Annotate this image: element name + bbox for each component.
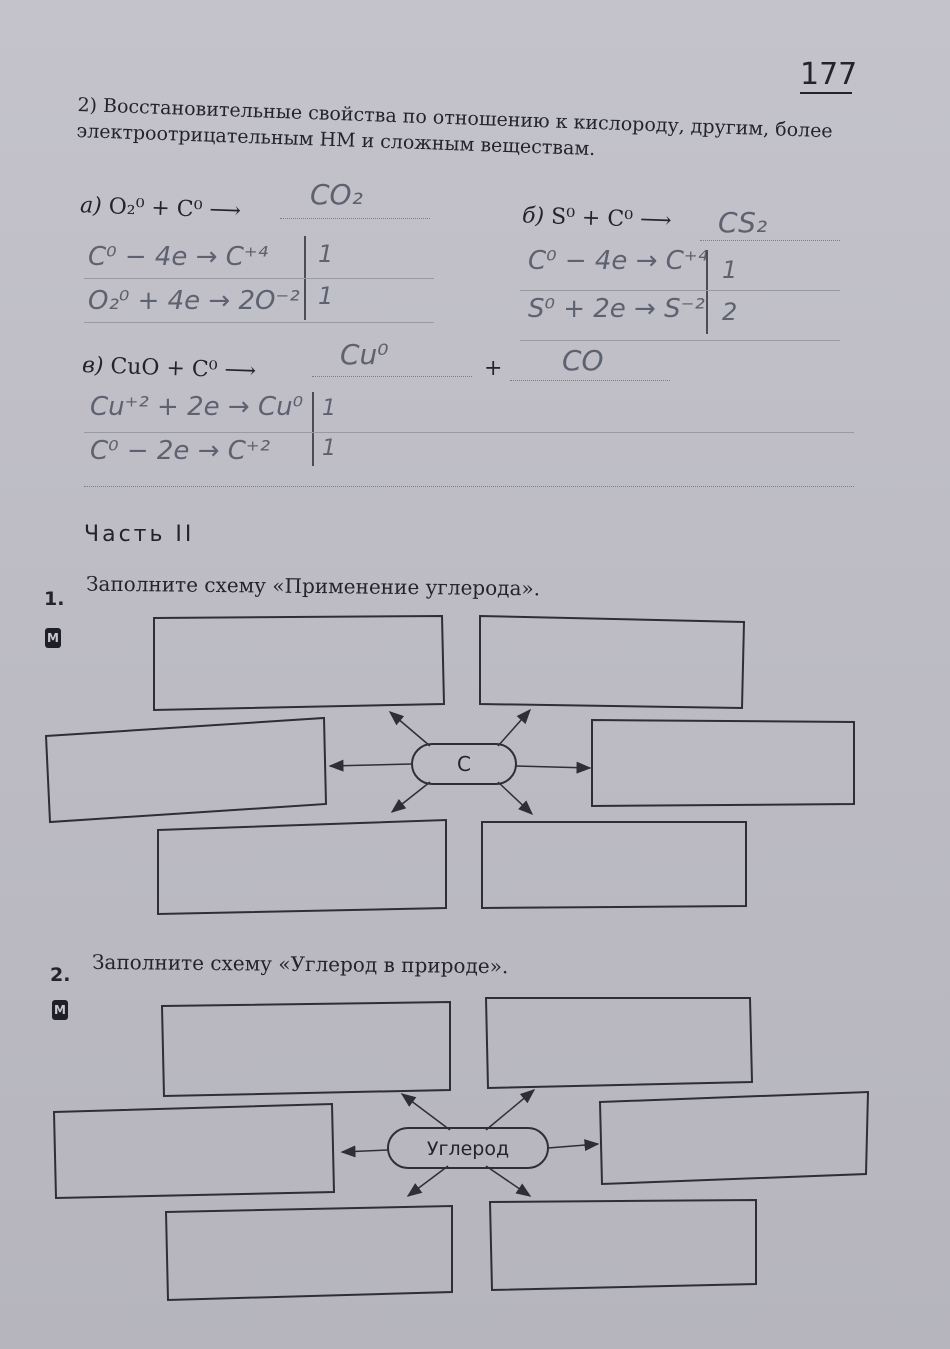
arrow — [485, 1165, 532, 1197]
arrow — [390, 781, 431, 813]
reaction-c-product-1: Cu⁰ — [340, 338, 389, 371]
balance-divider — [706, 250, 708, 334]
answer-line — [84, 432, 854, 433]
answer-line — [520, 340, 840, 341]
reaction-c-product-2: CO — [562, 344, 604, 377]
reaction-a-coef-1: 1 — [318, 240, 334, 268]
reaction-a-step-1: C⁰ − 4e → C⁺⁴ — [88, 242, 269, 272]
arrow — [497, 781, 534, 816]
answer-line — [84, 486, 854, 487]
answer-box-top-left[interactable] — [153, 614, 446, 712]
arrow — [340, 1145, 389, 1158]
reaction-a-product: CO₂ — [310, 178, 363, 211]
center-label-carbon: Углерод — [427, 1138, 509, 1160]
task-2-badge: М — [52, 1000, 68, 1020]
answer-box-mid-left[interactable] — [44, 716, 328, 824]
answer-line — [84, 278, 434, 279]
answer-box-top-right[interactable] — [479, 614, 746, 710]
arrow — [328, 759, 413, 772]
center-label-c: C — [457, 752, 471, 776]
task-2-number: 2. — [50, 964, 71, 986]
answer-line — [520, 290, 840, 291]
answer-box-bottom-left[interactable] — [157, 818, 447, 916]
arrow — [497, 708, 531, 747]
task-1-badge: М — [45, 628, 61, 648]
answer-line — [700, 240, 840, 241]
page-number: 177 — [800, 57, 858, 94]
reaction-b-coef-1: 1 — [722, 256, 738, 284]
answer-box-2-bottom-right[interactable] — [488, 1198, 757, 1292]
answer-box-2-top-left[interactable] — [160, 1000, 451, 1098]
balance-divider — [312, 392, 314, 466]
arrow — [547, 1139, 600, 1152]
answer-box-2-bottom-left[interactable] — [164, 1204, 453, 1302]
answer-line — [510, 380, 670, 381]
answer-line — [280, 218, 430, 219]
reaction-c-coef-1: 1 — [322, 396, 336, 421]
task-1-number: 1. — [44, 588, 65, 610]
arrow — [485, 1089, 536, 1131]
reaction-c-plus: + — [484, 356, 503, 381]
reaction-c-step-1: Cu⁺² + 2e → Cu⁰ — [90, 392, 304, 422]
reaction-a-coef-2: 1 — [318, 282, 334, 310]
answer-box-mid-right[interactable] — [591, 718, 855, 808]
arrow — [388, 711, 431, 747]
reaction-a-step-2: O₂⁰ + 4e → 2O⁻² — [88, 286, 300, 316]
reaction-b-step-2: S⁰ + 2e → S⁻² — [528, 294, 705, 324]
task-2-text: Заполните схему «Углерод в природе». — [91, 949, 509, 979]
reaction-c-coef-2: 1 — [322, 436, 336, 461]
arrow — [406, 1165, 449, 1197]
answer-box-2-mid-right[interactable] — [598, 1090, 870, 1186]
reaction-b-coef-2: 2 — [722, 298, 738, 326]
section-title: Часть II — [84, 522, 195, 547]
reaction-b-step-1: C⁰ − 4e → C⁺⁴ — [528, 246, 709, 276]
answer-box-2-top-right[interactable] — [484, 997, 754, 1090]
arrow — [515, 761, 592, 774]
answer-box-bottom-right[interactable] — [481, 821, 747, 910]
reaction-c-step-2: C⁰ − 2e → C⁺² — [90, 436, 271, 466]
arrow — [400, 1093, 451, 1131]
answer-box-2-mid-left[interactable] — [52, 1102, 336, 1200]
reaction-b-product: CS₂ — [718, 206, 768, 239]
answer-line — [84, 322, 434, 323]
answer-line — [312, 376, 472, 377]
